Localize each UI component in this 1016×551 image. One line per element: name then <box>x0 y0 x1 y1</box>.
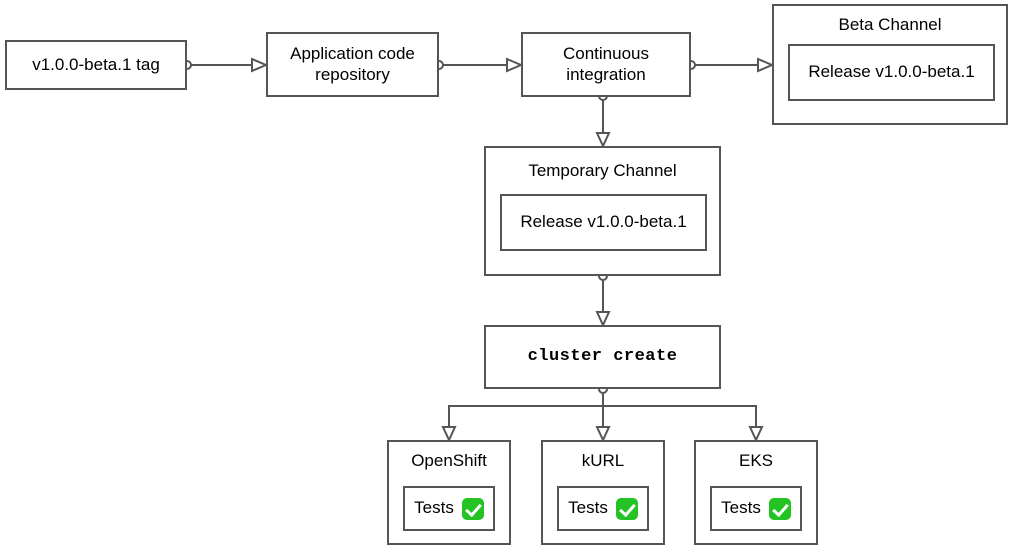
node-temporary-channel[interactable]: Temporary Channel Release v1.0.0-beta.1 <box>484 146 721 276</box>
edge-tag-to-repo <box>182 57 269 73</box>
node-eks[interactable]: EKS Tests <box>694 440 818 545</box>
kurl-tests-row: Tests <box>568 497 638 520</box>
node-cluster-create[interactable]: cluster create <box>484 325 721 389</box>
node-temporary-channel-title: Temporary Channel <box>528 161 677 180</box>
repo-label-line-2: repository <box>315 64 390 84</box>
node-kurl-tests-label: Tests <box>568 498 608 518</box>
check-green-icon <box>615 497 638 520</box>
node-openshift-title: OpenShift <box>411 451 487 470</box>
edge-ci-to-beta-channel <box>686 57 775 73</box>
node-kurl-title: kURL <box>581 451 625 470</box>
node-cluster-create-label: cluster create <box>527 346 678 366</box>
node-continuous-integration-label: Continuous integration <box>563 44 649 85</box>
edge-temporary-channel-to-cluster-create <box>595 271 611 328</box>
check-green-icon <box>461 497 484 520</box>
edge-repo-to-ci <box>434 57 524 73</box>
node-beta-channel-title: Beta Channel <box>838 15 942 34</box>
node-openshift-tests[interactable]: Tests <box>403 486 495 531</box>
check-green-icon <box>768 497 791 520</box>
repo-label-line-1: Application code <box>290 43 415 63</box>
openshift-tests-row: Tests <box>414 497 484 520</box>
node-temporary-channel-release-label: Release v1.0.0-beta.1 <box>520 212 687 232</box>
node-eks-title: EKS <box>738 451 774 470</box>
node-version-tag[interactable]: v1.0.0-beta.1 tag <box>5 40 187 90</box>
node-application-code-repository[interactable]: Application code repository <box>266 32 439 97</box>
node-beta-channel-release-label: Release v1.0.0-beta.1 <box>808 62 975 82</box>
node-beta-channel[interactable]: Beta Channel Release v1.0.0-beta.1 <box>772 4 1008 125</box>
ci-label-line-2: integration <box>566 64 646 84</box>
node-openshift[interactable]: OpenShift Tests <box>387 440 511 545</box>
node-openshift-tests-label: Tests <box>414 498 454 518</box>
node-eks-tests[interactable]: Tests <box>710 486 802 531</box>
eks-tests-row: Tests <box>721 497 791 520</box>
ci-label-line-1: Continuous <box>562 43 649 63</box>
node-beta-channel-release[interactable]: Release v1.0.0-beta.1 <box>788 44 995 101</box>
node-continuous-integration[interactable]: Continuous integration <box>521 32 691 97</box>
edge-ci-to-temporary-channel <box>595 91 611 149</box>
node-application-code-repository-label: Application code repository <box>290 44 415 85</box>
node-eks-tests-label: Tests <box>721 498 761 518</box>
edge-cluster-create-branches <box>441 384 764 443</box>
node-kurl-tests[interactable]: Tests <box>557 486 649 531</box>
node-kurl[interactable]: kURL Tests <box>541 440 665 545</box>
node-temporary-channel-release[interactable]: Release v1.0.0-beta.1 <box>500 194 707 251</box>
node-version-tag-label: v1.0.0-beta.1 tag <box>32 54 160 74</box>
